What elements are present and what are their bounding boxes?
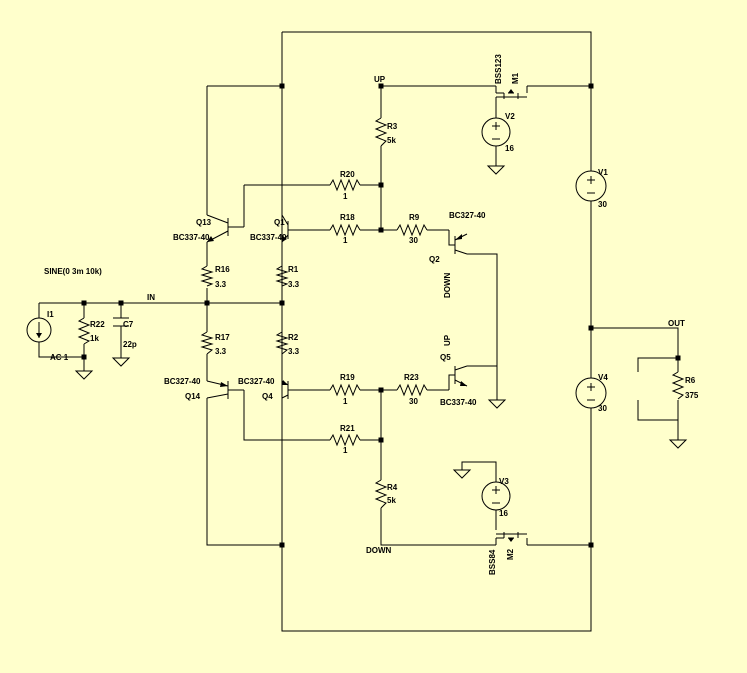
i1-ref-label: I1	[47, 310, 54, 319]
junctions	[81, 83, 681, 548]
q5-model-label: BC337-40	[440, 398, 477, 407]
ground-symbols	[74, 165, 688, 479]
i1-spec-label: SINE(0 3m 10k)	[44, 267, 102, 276]
v1-value-label: 30	[598, 200, 607, 209]
c7-value-label: 22p	[123, 340, 137, 349]
r16-ref-label: R16	[215, 265, 230, 274]
i1-ac-label: AC 1	[50, 353, 69, 362]
r19-ref-label: R19	[340, 373, 355, 382]
r6-value-label: 375	[685, 391, 699, 400]
q1-model-label: BC337-40	[250, 233, 287, 242]
c7-ref-label: C7	[123, 320, 134, 329]
r4-ref-label: R4	[387, 483, 398, 492]
v3-value-label: 16	[499, 509, 508, 518]
q4-model-label: BC327-40	[238, 377, 275, 386]
r23-ref-label: R23	[404, 373, 419, 382]
net-out-label: OUT	[668, 319, 685, 328]
component-labels: SINE(0 3m 10k) I1 AC 1 R22 1k C7 22p IN …	[44, 54, 699, 575]
r2-value-label: 3.3	[288, 347, 300, 356]
r3-ref-label: R3	[387, 122, 398, 131]
m1-model-label: BSS123	[494, 54, 503, 84]
q14-ref-label: Q14	[185, 392, 201, 401]
resistor-zigzags	[77, 117, 685, 509]
r9-value-label: 30	[409, 236, 418, 245]
r18-value-label: 1	[343, 236, 348, 245]
net-in-label: IN	[147, 293, 155, 302]
v4-value-label: 30	[598, 404, 607, 413]
v1-ref-label: V1	[598, 168, 608, 177]
r20-value-label: 1	[343, 192, 348, 201]
r17-value-label: 3.3	[215, 347, 227, 356]
r23-value-label: 30	[409, 397, 418, 406]
net-up-label: UP	[374, 75, 386, 84]
r22-value-label: 1k	[90, 334, 99, 343]
r4-value-label: 5k	[387, 496, 396, 505]
r6-ref-label: R6	[685, 376, 696, 385]
bjt-symbols	[206, 214, 468, 399]
r21-value-label: 1	[343, 446, 348, 455]
q5-net-up-label: UP	[443, 334, 452, 346]
q14-model-label: BC327-40	[164, 377, 201, 386]
r9-ref-label: R9	[409, 213, 420, 222]
v2-value-label: 16	[505, 144, 514, 153]
v4-ref-label: V4	[598, 373, 608, 382]
q2-net-down-label: DOWN	[443, 272, 452, 298]
wires	[38, 31, 679, 632]
capacitor-c7-symbol	[113, 317, 129, 327]
r20-ref-label: R20	[340, 170, 355, 179]
q4-ref-label: Q4	[262, 392, 273, 401]
m2-ref-label: M2	[506, 548, 515, 560]
q5-ref-label: Q5	[440, 353, 451, 362]
q2-ref-label: Q2	[429, 255, 440, 264]
v2-ref-label: V2	[505, 112, 515, 121]
r2-ref-label: R2	[288, 333, 299, 342]
r3-value-label: 5k	[387, 136, 396, 145]
r16-value-label: 3.3	[215, 280, 227, 289]
r1-ref-label: R1	[288, 265, 299, 274]
v3-ref-label: V3	[499, 477, 509, 486]
net-down-label: DOWN	[366, 546, 392, 555]
q2-model-label: BC327-40	[449, 211, 486, 220]
source-symbols	[26, 117, 607, 511]
r21-ref-label: R21	[340, 424, 355, 433]
q13-model-label: BC337-40	[173, 233, 210, 242]
q13-ref-label: Q13	[196, 218, 212, 227]
r19-value-label: 1	[343, 397, 348, 406]
r18-ref-label: R18	[340, 213, 355, 222]
r17-ref-label: R17	[215, 333, 230, 342]
q1-ref-label: Q1	[274, 218, 285, 227]
m1-ref-label: M1	[511, 72, 520, 84]
m2-model-label: BSS84	[488, 549, 497, 575]
r1-value-label: 3.3	[288, 280, 300, 289]
mosfet-symbols	[495, 86, 528, 545]
r22-ref-label: R22	[90, 320, 105, 329]
